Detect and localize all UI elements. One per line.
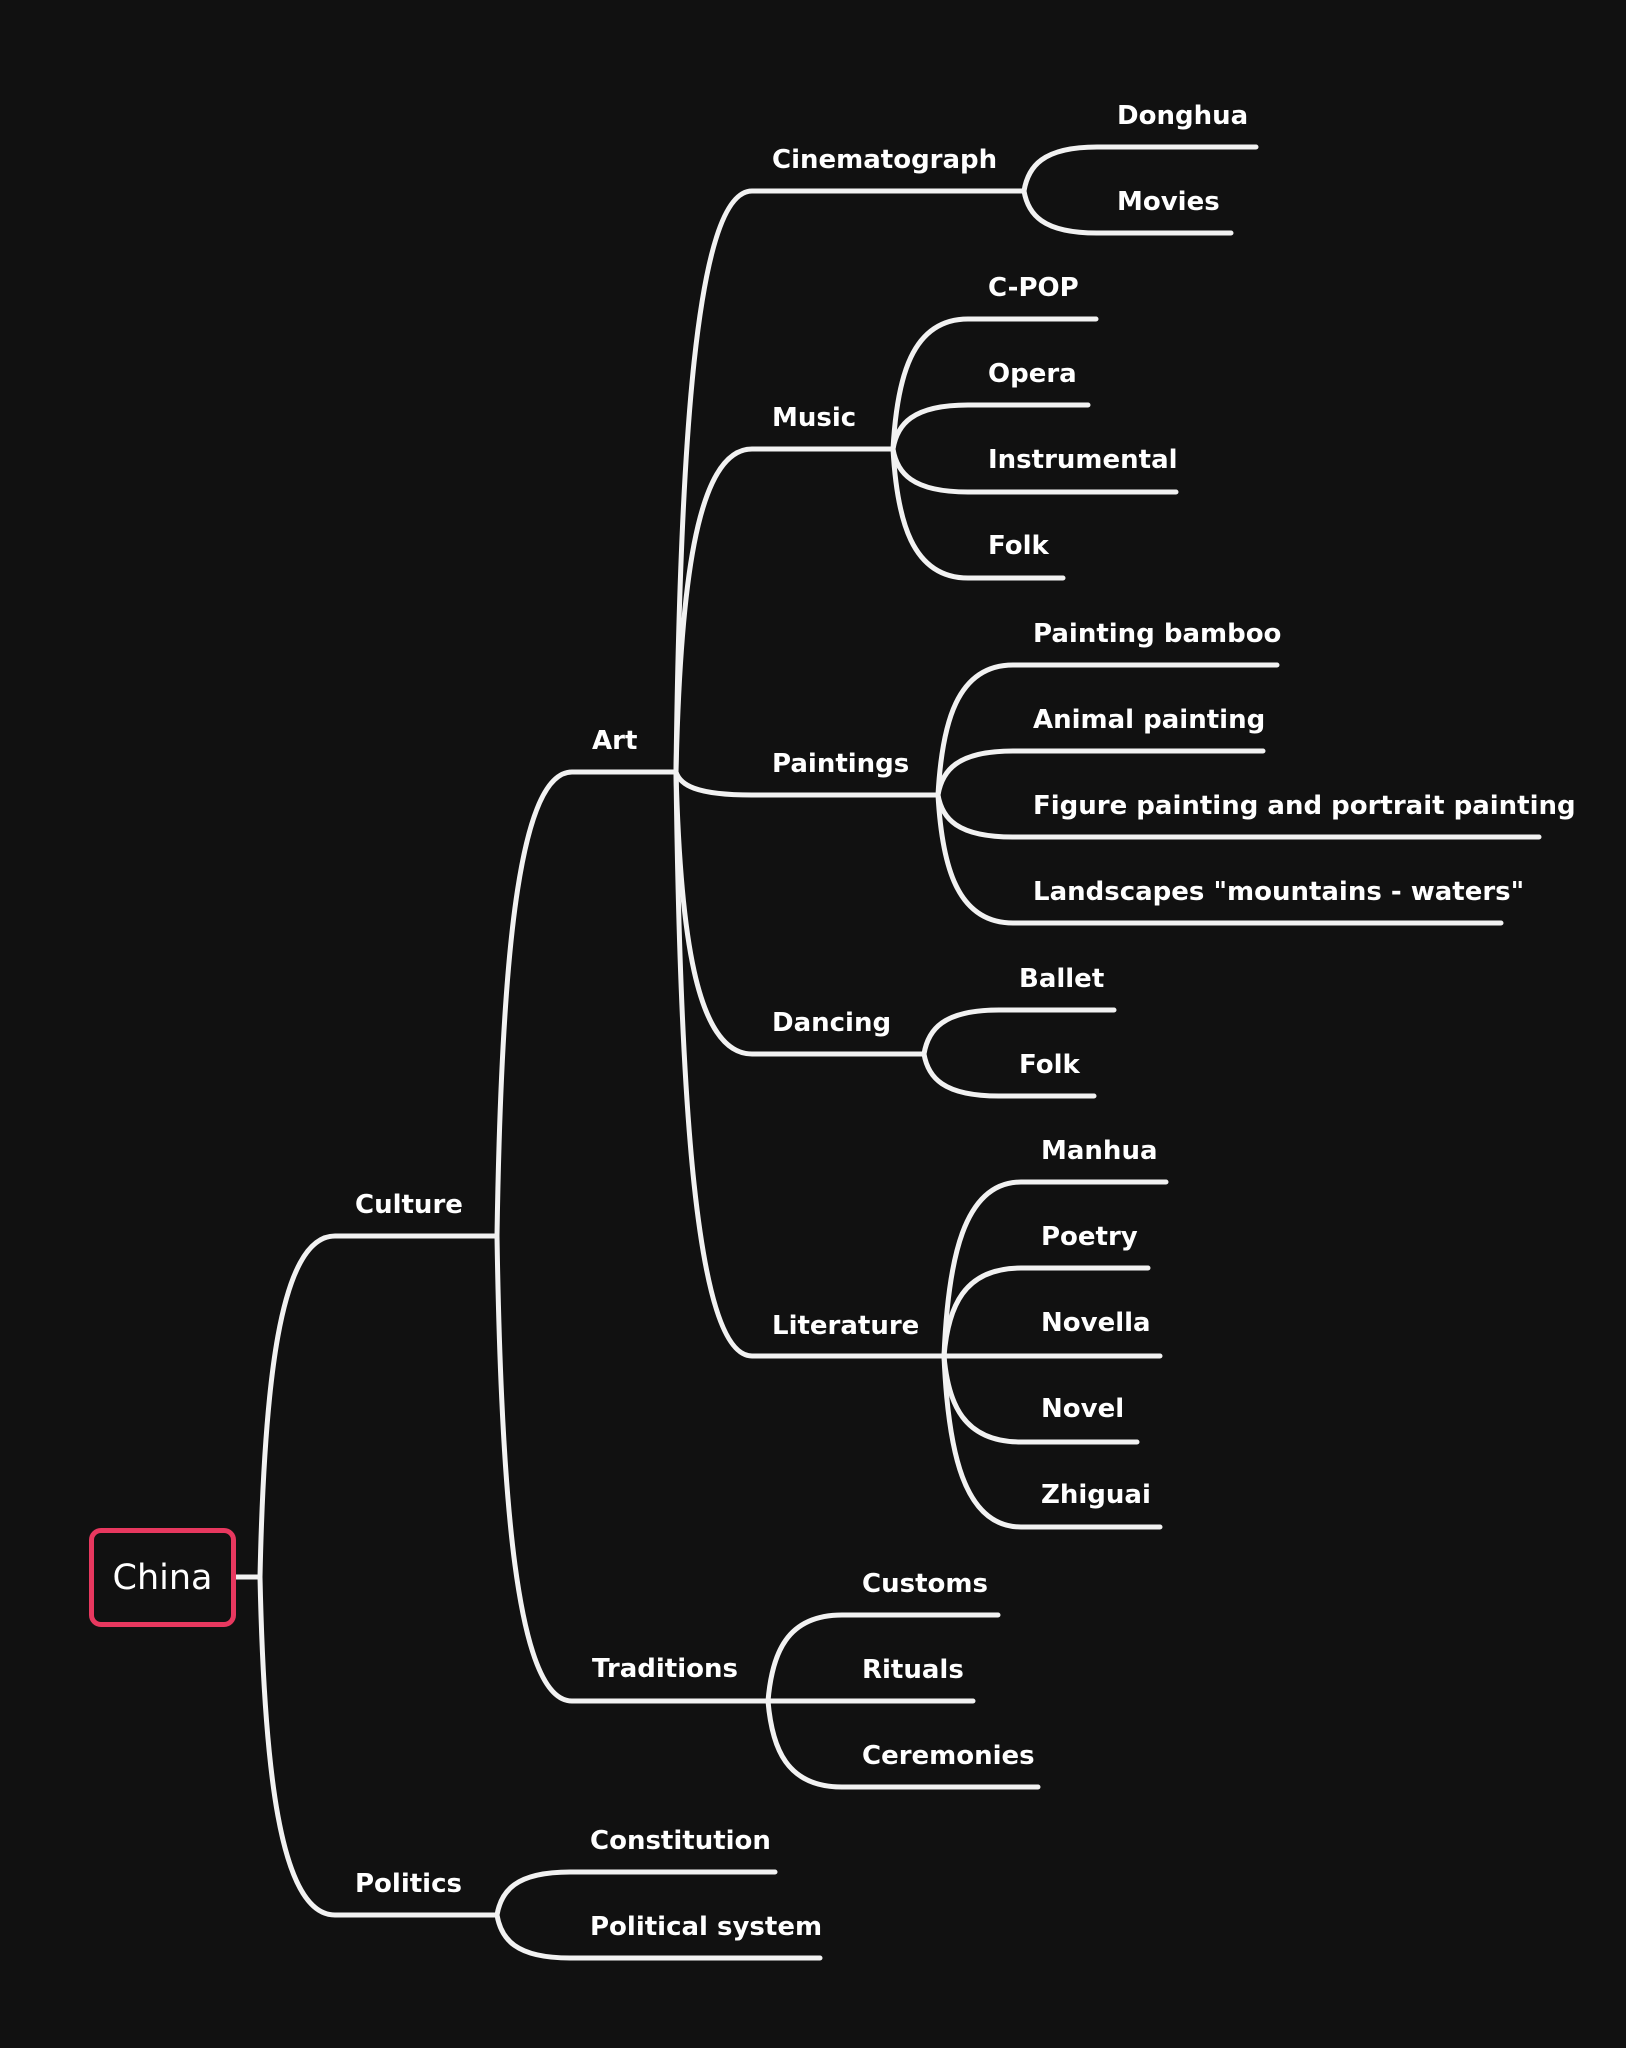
node-ceremonies[interactable]: Ceremonies — [862, 1741, 1035, 1771]
edge-cinematograph — [673, 188, 1027, 775]
node-manhua[interactable]: Manhua — [1041, 1136, 1158, 1166]
edge-c-pop — [890, 316, 1099, 452]
root-node-china[interactable]: China — [89, 1528, 236, 1627]
edge-political-system — [494, 1912, 823, 1961]
edge-movies — [1021, 188, 1234, 236]
edge-ceremonies — [765, 1698, 1041, 1790]
edge-music-folk — [890, 446, 1066, 581]
edge-customs — [765, 1612, 1001, 1704]
node-poetry[interactable]: Poetry — [1041, 1222, 1138, 1252]
node-zhiguai[interactable]: Zhiguai — [1041, 1480, 1151, 1510]
edge-manhua — [941, 1179, 1169, 1359]
node-constitution[interactable]: Constitution — [590, 1826, 771, 1856]
node-dancing-folk[interactable]: Folk — [1019, 1050, 1080, 1080]
node-culture[interactable]: Culture — [355, 1190, 463, 1220]
node-animal-painting[interactable]: Animal painting — [1033, 705, 1266, 735]
node-literature[interactable]: Literature — [772, 1311, 920, 1341]
node-novel[interactable]: Novel — [1041, 1394, 1125, 1424]
edge-donghua — [1021, 144, 1259, 194]
edge-painting-bamboo — [935, 662, 1280, 798]
edge-music — [673, 446, 896, 775]
edge-animal-painting — [935, 748, 1266, 798]
node-c-pop[interactable]: C-POP — [988, 273, 1079, 303]
node-rituals[interactable]: Rituals — [862, 1655, 964, 1685]
node-music[interactable]: Music — [772, 403, 857, 433]
node-dancing[interactable]: Dancing — [772, 1008, 892, 1038]
edge-literature — [673, 769, 947, 1359]
node-movies[interactable]: Movies — [1117, 187, 1220, 217]
node-political-system[interactable]: Political system — [590, 1912, 823, 1942]
edge-traditions — [494, 1233, 771, 1704]
node-art[interactable]: Art — [592, 726, 638, 756]
node-instrumental[interactable]: Instrumental — [988, 445, 1178, 475]
edge-art — [494, 769, 679, 1239]
edge-opera — [890, 402, 1091, 452]
edge-poetry — [941, 1265, 1151, 1359]
node-novella[interactable]: Novella — [1041, 1308, 1151, 1338]
node-politics[interactable]: Politics — [355, 1869, 462, 1899]
edge-zhiguai — [941, 1353, 1163, 1530]
edge-landscapes — [935, 792, 1504, 926]
node-cinematograph[interactable]: Cinematograph — [772, 145, 998, 175]
edge-culture — [257, 1233, 500, 1580]
node-ballet[interactable]: Ballet — [1019, 964, 1105, 994]
root-label: China — [112, 1557, 213, 1598]
node-music-folk[interactable]: Folk — [988, 531, 1049, 561]
node-figure-portrait-painting[interactable]: Figure painting and portrait painting — [1033, 791, 1576, 821]
node-paintings[interactable]: Paintings — [772, 749, 910, 779]
edge-constitution — [494, 1869, 778, 1918]
node-traditions[interactable]: Traditions — [592, 1654, 738, 1684]
node-painting-bamboo[interactable]: Painting bamboo — [1033, 619, 1282, 649]
edge-ballet — [921, 1007, 1117, 1057]
edge-politics — [257, 1574, 500, 1918]
node-donghua[interactable]: Donghua — [1117, 101, 1249, 131]
node-customs[interactable]: Customs — [862, 1569, 988, 1599]
node-opera[interactable]: Opera — [988, 359, 1077, 389]
edge-dancing-folk — [921, 1051, 1097, 1099]
node-landscapes[interactable]: Landscapes "mountains - waters" — [1033, 877, 1525, 907]
